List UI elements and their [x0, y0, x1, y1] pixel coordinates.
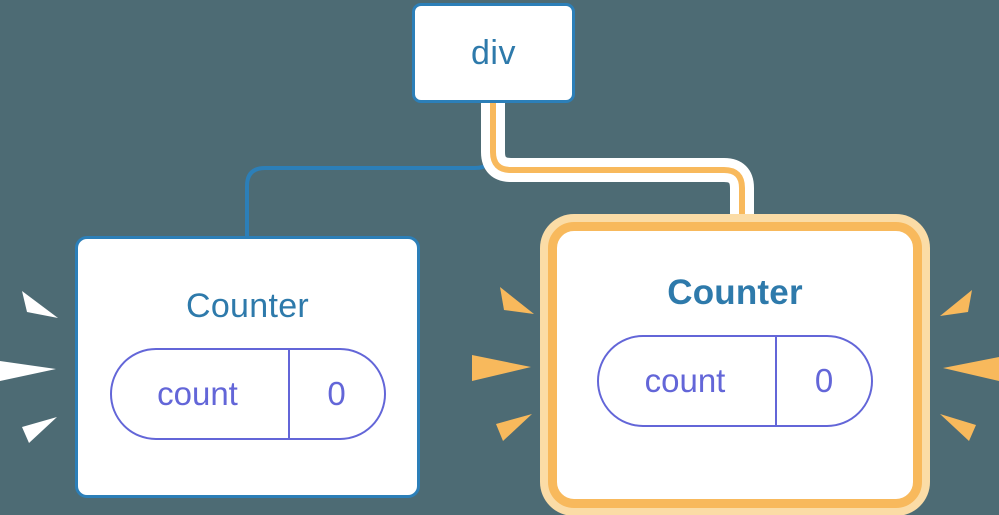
edge-div-to-right-counter: [490, 100, 745, 232]
ray-upper-icon: [22, 291, 58, 318]
rays-right-counter-left: [472, 287, 534, 441]
node-div[interactable]: div: [412, 3, 575, 103]
state-value-label: 0: [287, 350, 384, 438]
node-counter-right[interactable]: Counter count 0: [548, 222, 922, 508]
state-key-label: count: [157, 375, 238, 412]
ray-lower-icon: [940, 414, 976, 441]
ray-middle-icon: [472, 355, 531, 381]
state-value-label: 0: [775, 337, 871, 425]
state-pill-right[interactable]: count 0: [597, 335, 873, 427]
ray-upper-icon: [940, 290, 972, 316]
ray-lower-icon: [22, 417, 57, 443]
node-counter-left[interactable]: Counter count 0: [75, 236, 420, 498]
rays-left-counter-white: [0, 291, 58, 443]
node-div-label: div: [471, 33, 516, 72]
ray-middle-icon: [943, 357, 999, 381]
state-key-label: count: [644, 362, 726, 399]
state-pill-left[interactable]: count 0: [109, 348, 386, 440]
ray-upper-icon: [500, 287, 534, 314]
ray-middle-icon: [0, 361, 56, 381]
ray-lower-icon: [496, 414, 532, 441]
node-counter-left-label: Counter: [185, 287, 310, 325]
node-counter-right-label: Counter: [667, 273, 803, 312]
rays-right-counter-right: [940, 290, 999, 441]
